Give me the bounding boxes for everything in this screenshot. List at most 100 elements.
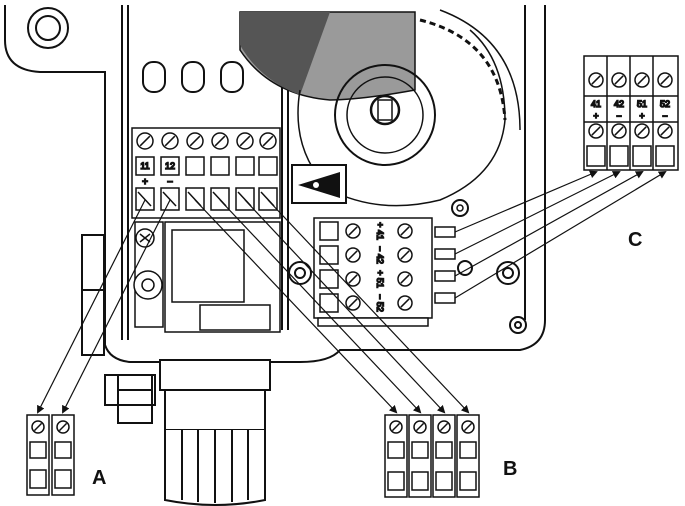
conn-c-sign-0: + [593, 111, 598, 121]
relay-cell-41 [319, 221, 339, 241]
conn-b-cell-top-0 [387, 441, 405, 459]
gear-mechanism [297, 9, 521, 217]
wire-leads [37, 170, 667, 414]
conn-c-cell-0 [586, 145, 606, 167]
label-c: C [628, 229, 642, 251]
conn-a-screw-1-slot [58, 422, 68, 432]
conn-b-cell-bottom-3 [459, 471, 477, 491]
strip-cell-top-1 [160, 156, 180, 176]
relay-label-51: + 51 [375, 270, 385, 288]
warning-label [291, 164, 347, 204]
strip-screw-3-slot [214, 135, 226, 147]
wire-b-2 [219, 199, 422, 414]
conn-a-cell-bottom-0 [29, 469, 47, 489]
mounting-eye [27, 7, 69, 49]
conn-a-cell-top-0 [29, 441, 47, 459]
strip-screw-1-slot [164, 135, 176, 147]
box-terminal-11: 11 [140, 161, 149, 171]
conn-c-screw-bottom-3-slot [660, 126, 670, 136]
conn-a-screw-0-slot [33, 422, 43, 432]
conn-b-cell-top-3 [459, 441, 477, 459]
conn-a-cell-top-1 [54, 441, 72, 459]
conn-a-cell-bottom-1 [54, 469, 72, 489]
conn-b-cell-top-1 [411, 441, 429, 459]
wire-c-3 [454, 171, 644, 277]
relay-contact-3 [434, 292, 456, 304]
relay-contact-2 [434, 270, 456, 282]
strip-screw-2-slot [189, 135, 201, 147]
box-terminal-sign-12: − [167, 177, 173, 188]
relay-label-52: − 52 [375, 294, 385, 312]
wire-c-4 [454, 170, 667, 299]
wire-b-4 [267, 199, 470, 414]
conn-b-cell-top-2 [435, 441, 453, 459]
strip-wire-tick-0 [137, 191, 152, 207]
conn-c-number-41: 41 [591, 99, 601, 109]
strip-screw-5-slot [262, 135, 274, 147]
label-b: B [503, 458, 517, 480]
conn-c-screw-top-2-slot [637, 75, 647, 85]
relay-cell-51 [319, 269, 339, 289]
relay-screw-b-41-slot [400, 226, 410, 236]
connector-c: 41+42−51+52− [583, 55, 679, 171]
connector-b [384, 414, 480, 498]
relay-contacts [434, 226, 456, 304]
conn-c-screw-bottom-2-slot [637, 126, 647, 136]
conn-c-cell-1 [609, 145, 629, 167]
housing [4, 5, 546, 363]
wire-a-1 [37, 199, 146, 414]
circuit-board [133, 221, 281, 333]
conn-c-screw-bottom-0-slot [591, 126, 601, 136]
conn-b-cell-bottom-2 [435, 471, 453, 491]
relay-screw-b-42-slot [400, 250, 410, 260]
conn-c-screw-top-3-slot [660, 75, 670, 85]
relay-screw-a-52-slot [348, 298, 358, 308]
wire-c-2 [454, 171, 621, 255]
conn-c-sign-2: + [639, 111, 644, 121]
knockouts [142, 61, 244, 93]
connector-a [26, 414, 75, 496]
conn-c-screw-bottom-1-slot [614, 126, 624, 136]
conn-b-cell-bottom-0 [387, 471, 405, 491]
conn-b-screw-1-slot [415, 422, 425, 432]
wire-a-2 [62, 199, 171, 414]
relay-screw-a-51-slot [348, 274, 358, 284]
relay-screw-b-52-slot [400, 298, 410, 308]
conn-b-screw-2-slot [439, 422, 449, 432]
relay-label-42: − 42 [375, 246, 385, 264]
relay-terminal-block: + 41 − 42 + 51 − 52 [313, 217, 433, 327]
conn-c-cell-2 [632, 145, 652, 167]
relay-cell-52 [319, 293, 339, 313]
conn-b-screw-3-slot [463, 422, 473, 432]
main-terminal-strip: 11+12− [131, 127, 281, 219]
conn-b-screw-0-slot [391, 422, 401, 432]
conn-c-screw-top-0-slot [591, 75, 601, 85]
conn-b-cell-bottom-1 [411, 471, 429, 491]
conn-c-sign-1: − [616, 111, 621, 121]
label-a: A [92, 467, 106, 489]
conn-c-screw-top-1-slot [614, 75, 624, 85]
strip-cell-top-0 [135, 156, 155, 176]
strip-cell-top-2 [185, 156, 205, 176]
strip-cell-top-4 [235, 156, 255, 176]
relay-cell-42 [319, 245, 339, 265]
actuator-disc [239, 11, 416, 101]
cable-gland [81, 234, 271, 506]
relay-screw-a-41-slot [348, 226, 358, 236]
wire-c-1 [454, 170, 598, 233]
relay-screw-a-42-slot [348, 250, 358, 260]
wire-b-3 [244, 199, 446, 414]
strip-screw-4-slot [239, 135, 251, 147]
conn-c-number-52: 52 [660, 99, 670, 109]
box-terminal-sign-11: + [142, 177, 148, 188]
relay-contact-0 [434, 226, 456, 238]
conn-c-number-51: 51 [637, 99, 647, 109]
relay-screw-b-51-slot [400, 274, 410, 284]
strip-cell-top-3 [210, 156, 230, 176]
strip-screw-0-slot [139, 135, 151, 147]
conn-c-cell-3 [655, 145, 675, 167]
wire-b-1 [194, 199, 398, 414]
relay-label-41: + 41 [375, 222, 385, 240]
